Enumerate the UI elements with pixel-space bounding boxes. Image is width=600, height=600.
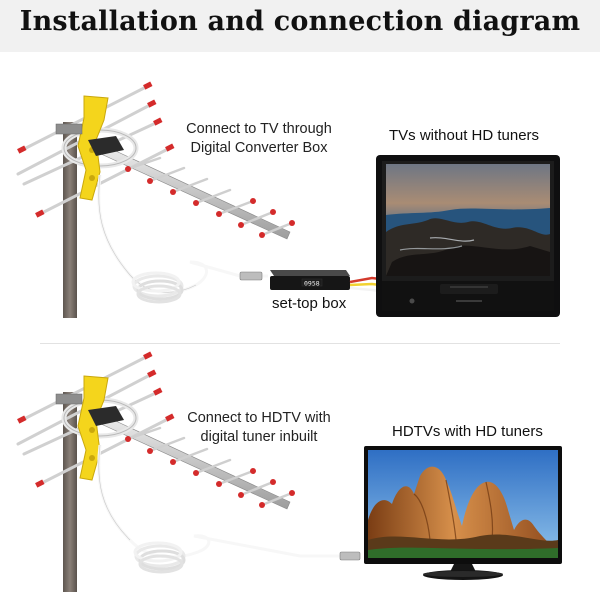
bottom-tv-heading: HDTVs with HD tuners [392,423,543,440]
yagi-antenna-icon [16,81,295,318]
yagi-antenna-icon [16,351,295,592]
hdtv-icon [364,446,562,580]
top-caption-line2: Digital Converter Box [190,140,328,156]
bottom-caption-line2: digital tuner inbuilt [200,429,318,445]
top-caption-line1: Connect to TV through [186,121,332,137]
title-bar [0,0,600,52]
page-title: Installation and connection diagram [19,6,581,37]
top-caption: Connect to TV through Digital Converter … [176,120,342,158]
crt-tv-icon [376,155,560,317]
bottom-caption: Connect to HDTV with digital tuner inbui… [176,409,342,447]
box-display-digits: 0958 [304,280,320,288]
bottom-caption-line1: Connect to HDTV with [187,410,331,426]
set-top-box-label: set-top box [272,295,347,312]
coax-cable-icon [97,444,361,574]
coax-cable-icon [97,174,268,304]
top-tv-heading: TVs without HD tuners [389,127,540,144]
section-divider [40,343,560,344]
set-top-box-icon: 0958 [270,270,389,294]
